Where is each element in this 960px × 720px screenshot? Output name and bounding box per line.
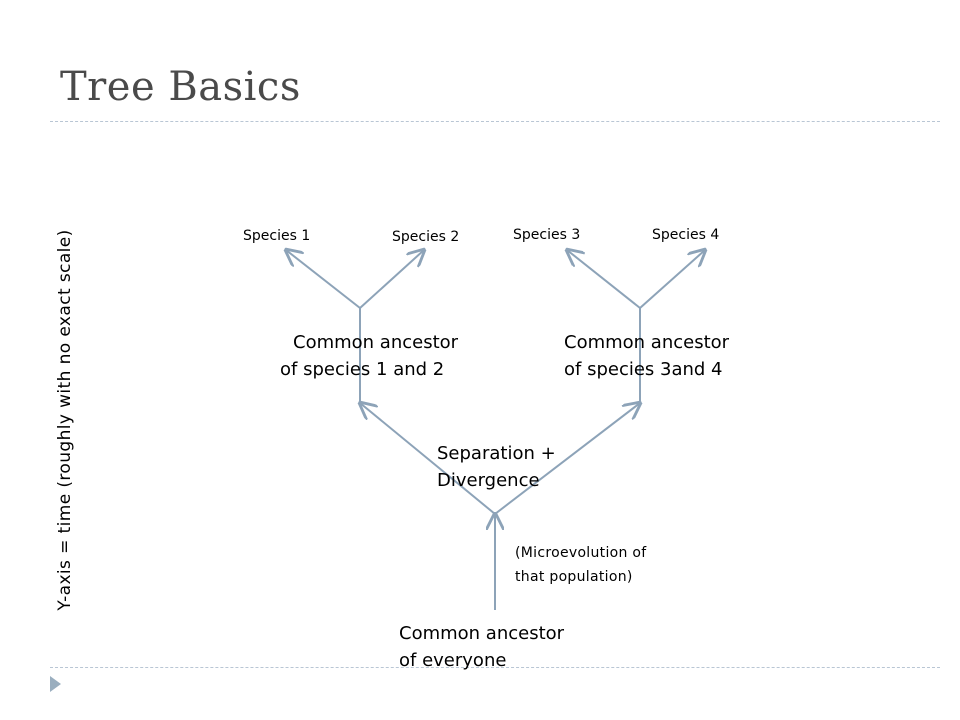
- root-ancestor-line-2: of everyone: [399, 650, 507, 671]
- separation-line-2: Divergence: [437, 470, 540, 491]
- microevolution-line-2: that population): [515, 569, 633, 585]
- microevolution-note: (Microevolution of that population): [515, 541, 647, 589]
- slide-title: Tree Basics: [60, 64, 301, 110]
- species-2-label: Species 2: [392, 229, 460, 245]
- separation-label: Separation + Divergence: [437, 440, 556, 494]
- ancestor-12-line-2: of species 1 and 2: [280, 359, 445, 380]
- branch-species-2: [359, 250, 424, 309]
- title-divider: [50, 121, 940, 122]
- ancestor-34-line-1: Common ancestor: [564, 332, 730, 353]
- triangle-bullet-icon: [50, 676, 61, 692]
- branch-species-4: [639, 250, 705, 309]
- ancestor-34-line-2: of species 3and 4: [564, 359, 723, 380]
- branch-root-to-ancestor-34: [494, 403, 640, 515]
- ancestor-12-line-1: Common ancestor: [293, 332, 459, 353]
- root-ancestor-line-1: Common ancestor: [399, 623, 565, 644]
- root-ancestor-label: Common ancestor of everyone: [399, 620, 564, 674]
- branch-species-3: [567, 250, 641, 309]
- species-1-label: Species 1: [243, 228, 311, 244]
- branch-root-to-ancestor-12: [360, 403, 496, 515]
- ancestor-34-label: Common ancestor of species 3and 4: [564, 329, 729, 383]
- footer-divider: [50, 667, 940, 668]
- separation-line-1: Separation +: [437, 443, 556, 464]
- ancestor-12-label: Common ancestor of species 1 and 2: [280, 329, 459, 383]
- microevolution-line-1: (Microevolution of: [515, 545, 647, 561]
- branch-species-1: [286, 250, 361, 309]
- species-4-label: Species 4: [652, 227, 720, 243]
- species-3-label: Species 3: [513, 227, 581, 243]
